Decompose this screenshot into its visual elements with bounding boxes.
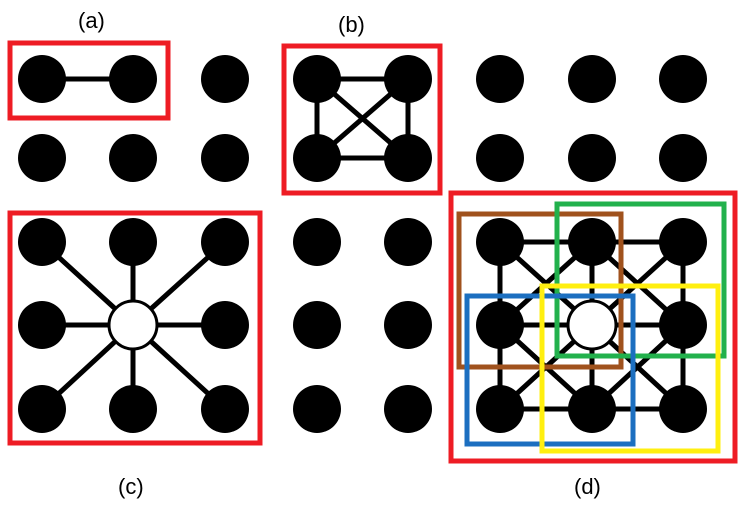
graph-node [384, 134, 432, 182]
graph-node [109, 55, 157, 103]
label-d: (d) [574, 474, 601, 499]
graph-node [201, 55, 249, 103]
graph-node [659, 385, 707, 433]
box-b [281, 43, 443, 196]
graph-node [18, 218, 66, 266]
box-c [7, 210, 263, 446]
graph-node [384, 385, 432, 433]
boxes [7, 40, 738, 464]
graph-node [18, 55, 66, 103]
graph-node [18, 385, 66, 433]
graph-node [18, 301, 66, 349]
box-d-blue [464, 293, 636, 447]
graph-node [568, 218, 616, 266]
label-b: (b) [338, 12, 365, 37]
center-node [566, 299, 618, 351]
graph-node [476, 134, 524, 182]
graph-node [659, 301, 707, 349]
graph-node [293, 301, 341, 349]
graph-node [384, 55, 432, 103]
graph-node [659, 55, 707, 103]
box-d-yellow [539, 283, 721, 454]
graph-node [659, 218, 707, 266]
graph-node [201, 385, 249, 433]
graph-node [18, 134, 66, 182]
graph-node [384, 218, 432, 266]
graph-node [109, 134, 157, 182]
graph-node [659, 134, 707, 182]
graph-node [568, 134, 616, 182]
graph-node [293, 385, 341, 433]
label-c: (c) [118, 474, 144, 499]
graph-node [476, 55, 524, 103]
box-d [448, 190, 738, 464]
center-node [107, 299, 159, 351]
graph-node [293, 134, 341, 182]
graph-node [201, 134, 249, 182]
graph-node [201, 301, 249, 349]
label-a: (a) [78, 8, 105, 33]
graph-node [476, 301, 524, 349]
graph-node [109, 218, 157, 266]
graph-node [109, 385, 157, 433]
graph-node [568, 385, 616, 433]
box-a [7, 40, 171, 121]
graph-node [293, 55, 341, 103]
graph-node [384, 301, 432, 349]
nodes [18, 55, 707, 433]
box-d-green [554, 201, 727, 359]
graph-node [293, 218, 341, 266]
graph-node [476, 218, 524, 266]
graph-node [568, 55, 616, 103]
graph-node [476, 385, 524, 433]
graph-node [201, 218, 249, 266]
